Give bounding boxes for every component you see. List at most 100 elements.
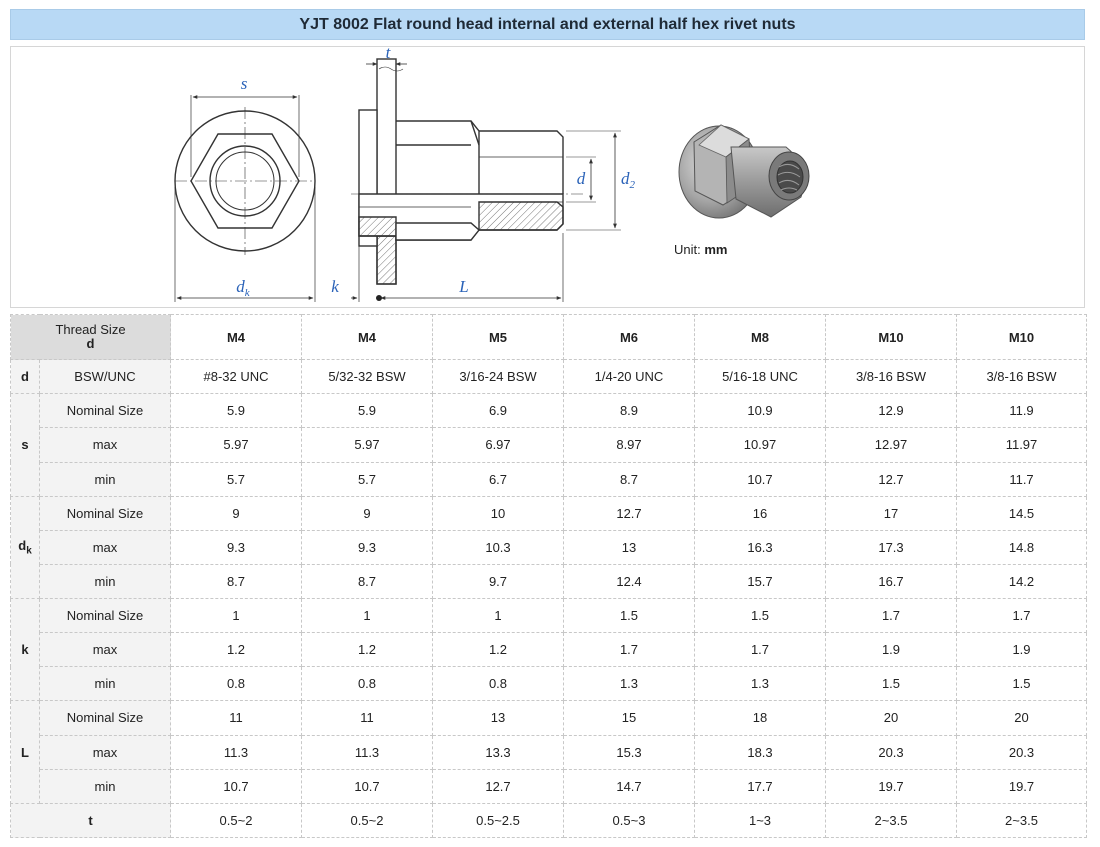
row-label: Nominal Size: [39, 393, 171, 429]
thread-size-label: Thread Size: [55, 322, 126, 338]
table-cell: 5.7: [301, 461, 433, 497]
table-cell: 1: [301, 598, 433, 634]
table-cell: 1~3: [694, 802, 826, 839]
page-title: YJT 8002 Flat round head internal and ex…: [10, 9, 1085, 40]
table-cell: 0.8: [301, 666, 433, 702]
table-cell: 5.97: [170, 427, 302, 463]
row-group-label: k: [10, 598, 40, 702]
size-header: M10: [825, 313, 957, 361]
table-cell: 20: [825, 700, 957, 736]
dim-d-label: d: [577, 169, 586, 188]
drawing-panel: s dk: [10, 46, 1085, 308]
table-cell: 1.9: [956, 632, 1087, 668]
table-cell: 1.7: [694, 632, 826, 668]
table-cell: 1.7: [563, 632, 695, 668]
table-cell: 12.7: [825, 461, 957, 497]
table-cell: 0.8: [432, 666, 564, 702]
table-cell: 1/4-20 UNC: [563, 359, 695, 395]
table-cell: 14.7: [563, 768, 695, 804]
size-header: M4: [170, 313, 302, 361]
table-cell: 1.5: [563, 598, 695, 634]
table-cell: 0.5~2.5: [432, 802, 564, 839]
table-cell: 5.7: [170, 461, 302, 497]
table-cell: 11.7: [956, 461, 1087, 497]
table-cell: 17.7: [694, 768, 826, 804]
table-cell: 1.3: [694, 666, 826, 702]
row-label: BSW/UNC: [39, 359, 171, 395]
table-cell: 10.7: [170, 768, 302, 804]
table-cell: 9.3: [170, 529, 302, 565]
row-label: Nominal Size: [39, 495, 171, 531]
table-cell: 8.97: [563, 427, 695, 463]
thread-size-symbol: d: [86, 336, 95, 352]
table-cell: 6.97: [432, 427, 564, 463]
table-cell: 10.3: [432, 529, 564, 565]
table-cell: 16.7: [825, 563, 957, 600]
size-header: M10: [956, 313, 1087, 361]
row-label: min: [39, 666, 171, 702]
table-cell: 17: [825, 495, 957, 531]
table-cell: 11: [170, 700, 302, 736]
table-cell: 1.5: [694, 598, 826, 634]
row-label: min: [39, 768, 171, 804]
table-cell: 0.5~2: [301, 802, 433, 839]
table-cell: 11: [301, 700, 433, 736]
table-cell: 11.3: [170, 734, 302, 770]
table-cell: 1.3: [563, 666, 695, 702]
row-label: t: [10, 802, 171, 839]
dim-s-label: s: [241, 74, 248, 93]
table-cell: 1.7: [825, 598, 957, 634]
dim-t-label: t: [386, 47, 392, 62]
table-cell: 1.7: [956, 598, 1087, 634]
table-cell: 8.7: [301, 563, 433, 600]
unit-label: Unit: mm: [674, 242, 728, 257]
table-cell: 11.9: [956, 393, 1087, 429]
row-label: min: [39, 461, 171, 497]
table-cell: 14.2: [956, 563, 1087, 600]
row-label: Nominal Size: [39, 700, 171, 736]
row-label: min: [39, 563, 171, 600]
table-cell: 19.7: [956, 768, 1087, 804]
dim-k-label: k: [331, 277, 339, 296]
table-cell: 16.3: [694, 529, 826, 565]
row-group-label: s: [10, 393, 40, 497]
table-cell: 1.2: [432, 632, 564, 668]
table-cell: 12.9: [825, 393, 957, 429]
row-label: max: [39, 427, 171, 463]
row-group-label: L: [10, 700, 40, 804]
table-cell: 5/32-32 BSW: [301, 359, 433, 395]
table-cell: 6.9: [432, 393, 564, 429]
table-cell: 10.7: [694, 461, 826, 497]
spec-table: Thread Size d M4 M4 M5 M6 M8 M10 M10 d B…: [10, 313, 1087, 839]
table-cell: 12.7: [432, 768, 564, 804]
size-header: M8: [694, 313, 826, 361]
table-cell: 15.3: [563, 734, 695, 770]
dim-dk-label: dk: [236, 277, 251, 299]
size-header: M5: [432, 313, 564, 361]
table-cell: 20.3: [956, 734, 1087, 770]
table-cell: 19.7: [825, 768, 957, 804]
table-cell: 14.8: [956, 529, 1087, 565]
row-group-label: d: [10, 359, 40, 395]
table-cell: 12.7: [563, 495, 695, 531]
table-cell: 15.7: [694, 563, 826, 600]
front-view: [174, 95, 316, 302]
table-cell: 3/16-24 BSW: [432, 359, 564, 395]
row-group-label: dk: [10, 495, 40, 600]
table-cell: 3/8-16 BSW: [956, 359, 1087, 395]
table-cell: 11.3: [301, 734, 433, 770]
table-cell: 9.7: [432, 563, 564, 600]
table-cell: 20.3: [825, 734, 957, 770]
table-cell: 0.5~3: [563, 802, 695, 839]
table-cell: 0.5~2: [170, 802, 302, 839]
group-symbol: L: [21, 744, 29, 760]
group-symbol: s: [21, 437, 29, 453]
row-label: max: [39, 632, 171, 668]
table-cell: 18: [694, 700, 826, 736]
